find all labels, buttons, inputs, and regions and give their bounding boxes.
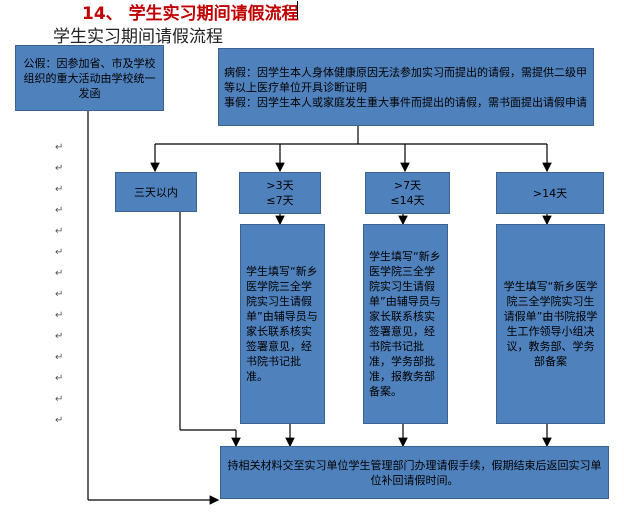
paragraph-mark: ↵: [55, 331, 64, 342]
paragraph-mark: ↵: [55, 184, 64, 195]
page-subtitle: 学生实习期间请假流程: [53, 27, 223, 47]
paragraph-mark: ↵: [55, 394, 64, 405]
range-3-7-box: >3天 ≤7天: [239, 172, 321, 214]
paragraph-mark: ↵: [55, 352, 64, 363]
within-3-days-box: 三天以内: [115, 172, 197, 212]
page-heading: 14、 学生实习期间请假流程: [82, 4, 299, 24]
detail-14-box: 学生填写“新乡医学院三全学院实习生请假单”由书院报学生工作领导小组决议，教务部、…: [496, 224, 605, 424]
over-14-box: >14天: [496, 172, 604, 214]
detail-3-7-box: 学生填写“新乡医学院三全学院实习生请假单”由辅导员与家长联系核实签署意见，经书院…: [240, 224, 325, 424]
range-7-14-box: >7天 ≤14天: [365, 172, 450, 214]
final-step-box: 持相关材料交至实习单位学生管理部门办理请假手续，假期结束后返回实习单位补回请假时…: [220, 446, 609, 499]
paragraph-mark: ↵: [55, 289, 64, 300]
paragraph-mark: ↵: [55, 163, 64, 174]
paragraph-mark: ↵: [55, 268, 64, 279]
paragraph-mark: ↵: [55, 415, 64, 426]
paragraph-mark: ↵: [55, 310, 64, 321]
official-leave-box: 公假：因参加省、市及学校组织的重大活动由学校统一发函: [15, 45, 164, 111]
paragraph-mark: ↵: [55, 205, 64, 216]
text-cursor: [297, 1, 298, 19]
detail-7-14-box: 学生填写“新乡医学院三全学院实习生请假单”由辅导员与家长联系核实签署意见，经书院…: [363, 224, 448, 424]
sick-personal-leave-box: 病假：因学生本人身体健康原因无法参加实习而提出的请假，需提供二级甲等以上医疗单位…: [218, 48, 594, 126]
paragraph-mark: ↵: [55, 247, 64, 258]
paragraph-mark: ↵: [55, 142, 64, 153]
paragraph-mark: ↵: [55, 373, 64, 384]
paragraph-mark: ↵: [55, 226, 64, 237]
